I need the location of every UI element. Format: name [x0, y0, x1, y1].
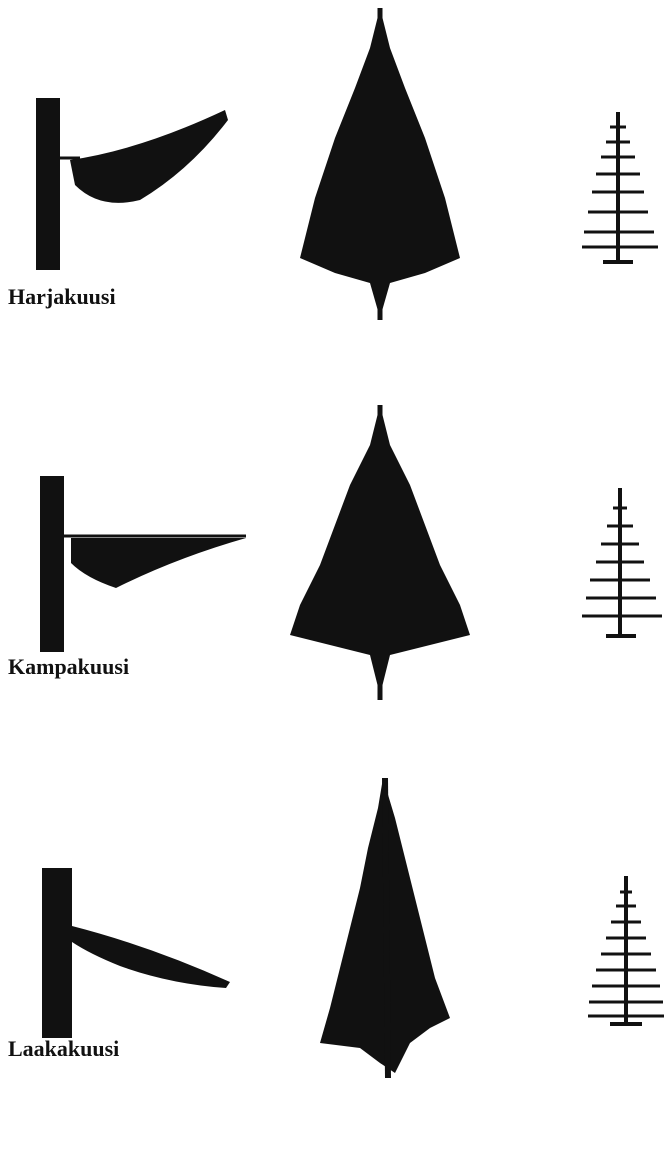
spruce-row-kampakuusi: Kampakuusi	[0, 360, 666, 720]
tree-schematic-laakakuusi	[586, 876, 666, 1036]
tree-silhouette-kampakuusi	[290, 405, 490, 725]
branch-detail-laakakuusi	[40, 866, 280, 1166]
label-harjakuusi: Harjakuusi	[8, 284, 116, 310]
tree-silhouette-laakakuusi	[320, 778, 520, 1098]
branch-detail-harjakuusi	[30, 90, 270, 380]
label-kampakuusi: Kampakuusi	[8, 654, 129, 680]
tree-schematic-kampakuusi	[580, 488, 666, 648]
label-laakakuusi: Laakakuusi	[8, 1036, 119, 1062]
spruce-row-laakakuusi: Laakakuusi	[0, 720, 666, 1080]
spruce-row-harjakuusi: Harjakuusi	[0, 0, 666, 360]
tree-schematic-harjakuusi	[578, 112, 666, 272]
tree-silhouette-harjakuusi	[295, 8, 495, 328]
